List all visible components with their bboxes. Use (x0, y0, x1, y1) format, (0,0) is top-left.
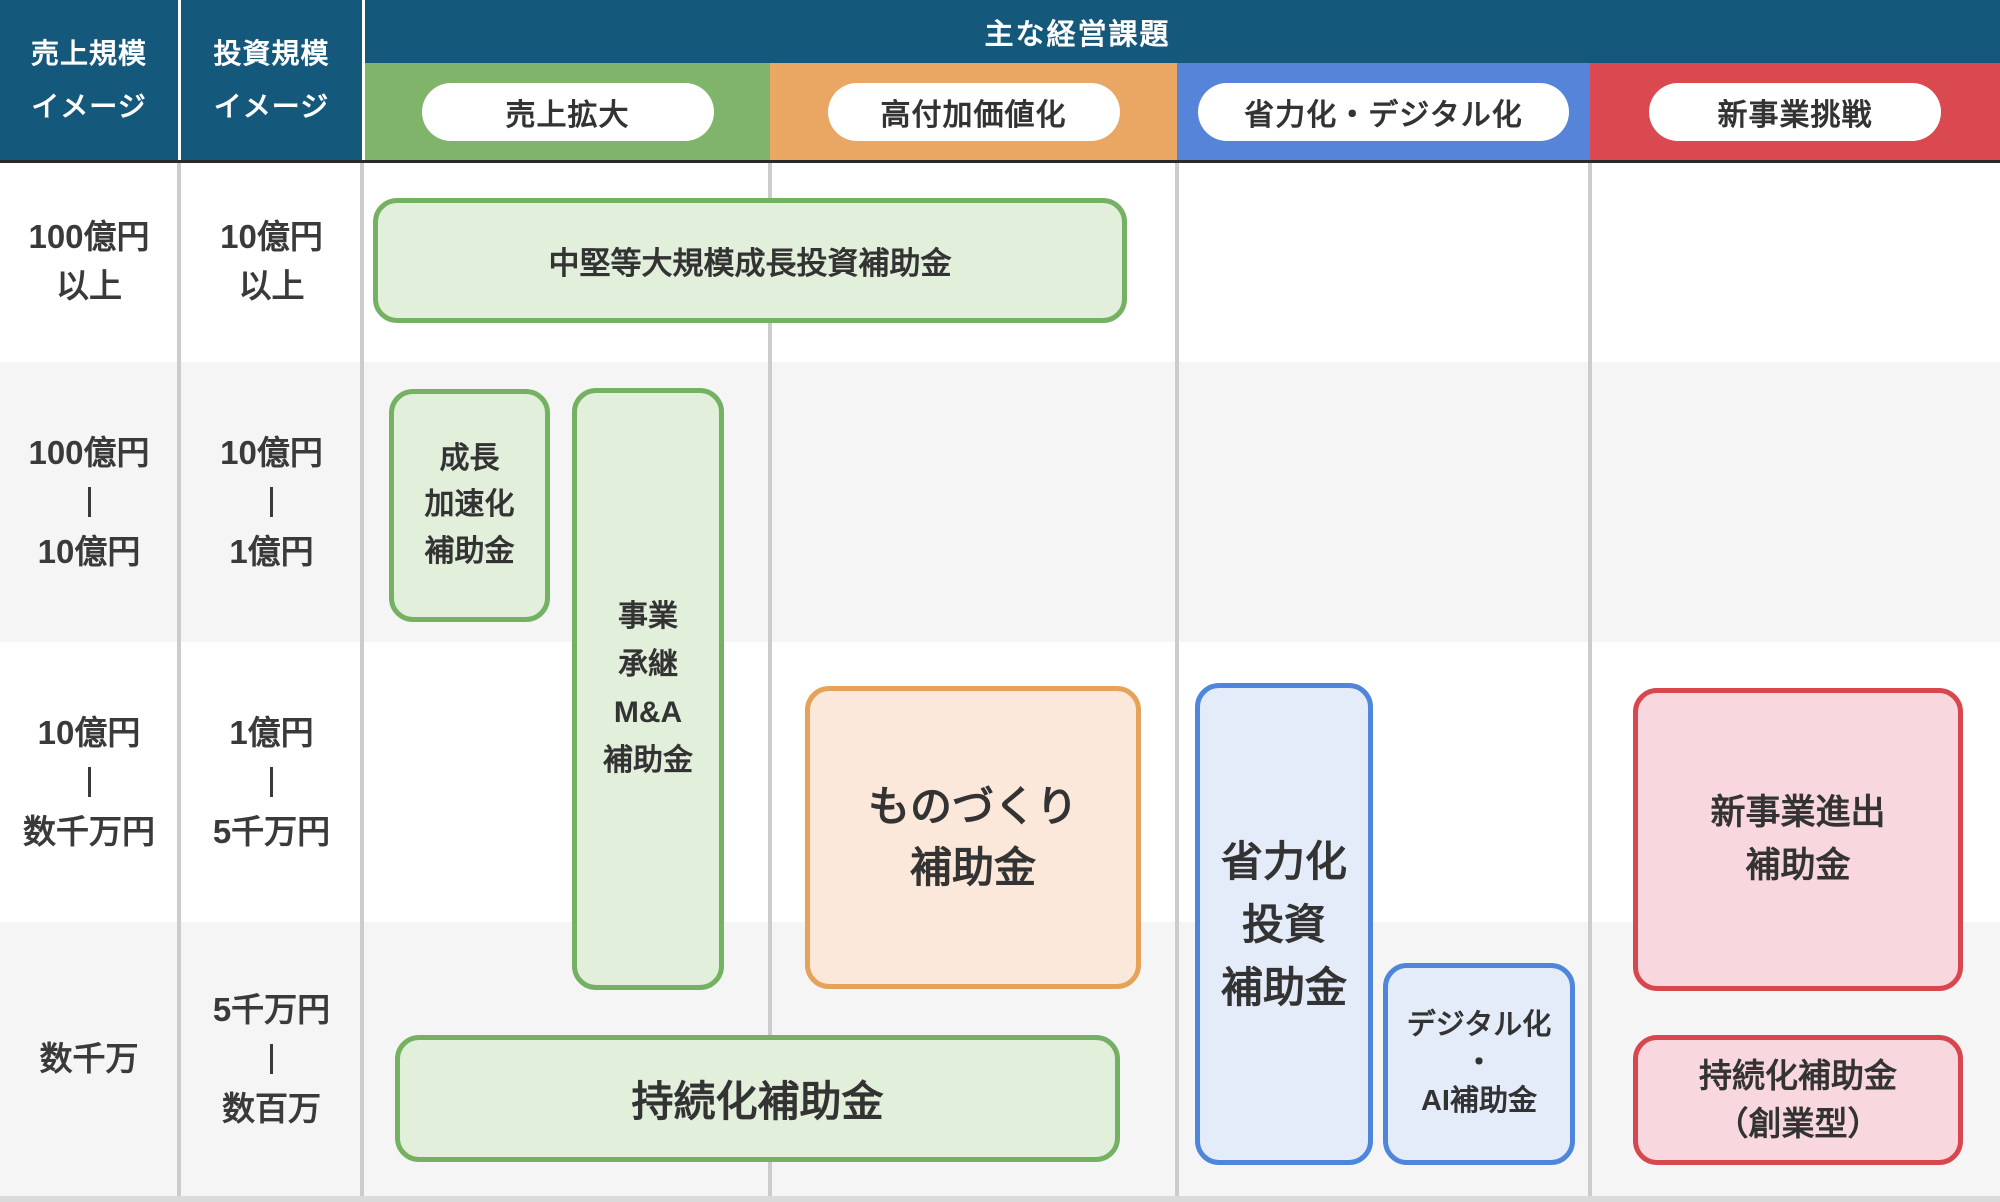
subsidy-label-line: （創業型） (1715, 1105, 1881, 1142)
subsidy-label-line: M&A (613, 696, 683, 729)
scale-value: 10億円 (37, 713, 141, 751)
subsidy-box-monozukuri: ものづくり 補助金 (805, 686, 1141, 989)
axis-header-line: イメージ (213, 91, 330, 122)
subsidy-label: 中堅等大規模成長投資補助金 (548, 246, 952, 281)
scale-value: 5千万円 (212, 813, 331, 850)
subsidy-box-growth-acceleration: 成長 加速化 補助金 (389, 389, 550, 622)
subsidy-box-chuken-large-growth: 中堅等大規模成長投資補助金 (373, 198, 1127, 323)
subsidy-label-line: 省力化 (1220, 837, 1347, 885)
column-header-sales-expansion: 売上拡大 (365, 63, 770, 160)
subsidy-box-labor-saving-investment: 省力化 投資 補助金 (1195, 683, 1373, 1165)
column-divider (1175, 163, 1179, 1196)
row4-investment-label: 5千万円 数百万 (181, 922, 362, 1196)
subsidy-label-line: ものづくり (867, 782, 1078, 830)
subsidy-box-digital-ai: デジタル化 ・ AI補助金 (1383, 963, 1575, 1165)
column-divider (1588, 163, 1592, 1196)
subsidy-label-line: 補助金 (424, 534, 515, 568)
scale-value: 以上 (238, 267, 305, 304)
row1-sales-label: 100億円 以上 (0, 160, 178, 362)
column-header-digitalization: 省力化・デジタル化 (1177, 63, 1590, 160)
subsidy-label-line: 持続化補助金 (1699, 1057, 1897, 1095)
range-separator (270, 767, 273, 797)
scale-value: 1億円 (229, 713, 314, 751)
row3-investment-label: 1億円 5千万円 (181, 642, 362, 922)
row3-sales-label: 10億円 数千万円 (0, 642, 178, 922)
subsidy-label-line: デジタル化 (1406, 1009, 1552, 1042)
range-separator (87, 767, 91, 797)
header-underline (0, 160, 2000, 163)
subsidy-label: 持続化補助金 (631, 1078, 884, 1125)
subsidy-label-line: 補助金 (1220, 963, 1347, 1011)
scale-value: 10億円 (37, 533, 141, 570)
subsidy-label-line: 投資 (1241, 900, 1326, 948)
column-header-new-business: 新事業挑戦 (1590, 63, 2000, 160)
axis-header-line: 投資規模 (213, 37, 330, 69)
column-divider (360, 163, 364, 1196)
subsidy-label-line: ・ (1464, 1047, 1494, 1080)
scale-value: 数百万 (222, 1090, 321, 1127)
scale-value: 100億円 (28, 433, 150, 471)
scale-value: 10億円 (220, 217, 323, 255)
subsidy-label-line: 補助金 (603, 744, 693, 777)
scale-value: 10億円 (220, 433, 323, 471)
subsidy-box-jizokuka: 持続化補助金 (395, 1035, 1120, 1162)
banner-title: 主な経営課題 (984, 18, 1171, 51)
range-separator (87, 487, 91, 517)
subsidy-label-line: 補助金 (1745, 845, 1851, 885)
column-header-pill: 省力化・デジタル化 (1198, 82, 1569, 141)
column-header-pill: 新事業挑戦 (1649, 82, 1941, 141)
column-header-high-value: 高付加価値化 (770, 63, 1177, 160)
subsidy-label-line: 補助金 (909, 843, 1036, 891)
scale-value: 数千万円 (23, 813, 155, 850)
row2-investment-label: 10億円 1億円 (181, 362, 362, 642)
subsidy-label-line: AI補助金 (1420, 1084, 1537, 1117)
sales-scale-axis-header: 売上規模 イメージ (0, 0, 178, 160)
subsidy-label-line: 承継 (618, 648, 678, 681)
subsidy-box-jizokuka-startup: 持続化補助金 （創業型） (1633, 1035, 1963, 1165)
axis-header-line: イメージ (31, 91, 147, 122)
column-divider (177, 163, 181, 1196)
subsidy-box-succession-ma: 事業 承継 M&A 補助金 (572, 388, 724, 990)
subsidy-label-line: 成長 (439, 441, 500, 475)
scale-value: 数千万 (39, 1040, 139, 1078)
subsidy-label-line: 加速化 (424, 488, 515, 522)
column-divider (768, 163, 772, 1196)
row4-sales-label: 数千万 (0, 922, 178, 1196)
subsidy-label-line: 事業 (618, 600, 678, 633)
row2-stripe (0, 362, 2000, 642)
column-header-pill: 高付加価値化 (827, 82, 1120, 141)
axis-header-line: 売上規模 (30, 37, 147, 69)
row1-investment-label: 10億円 以上 (181, 160, 362, 362)
scale-value: 100億円 (28, 217, 150, 255)
scale-value: 5千万円 (212, 990, 331, 1028)
scale-value: 以上 (56, 267, 122, 304)
main-issues-banner: 主な経営課題 (365, 0, 2000, 63)
investment-scale-axis-header: 投資規模 イメージ (181, 0, 362, 160)
range-separator (270, 487, 273, 517)
range-separator (270, 1044, 273, 1074)
column-header-pill: 売上拡大 (421, 82, 714, 141)
subsidy-label-line: 新事業進出 (1710, 793, 1886, 832)
table-bottom-border (0, 1196, 2000, 1202)
scale-value: 1億円 (229, 533, 314, 570)
row2-sales-label: 100億円 10億円 (0, 362, 178, 642)
subsidy-box-new-business-entry: 新事業進出 補助金 (1633, 688, 1963, 991)
